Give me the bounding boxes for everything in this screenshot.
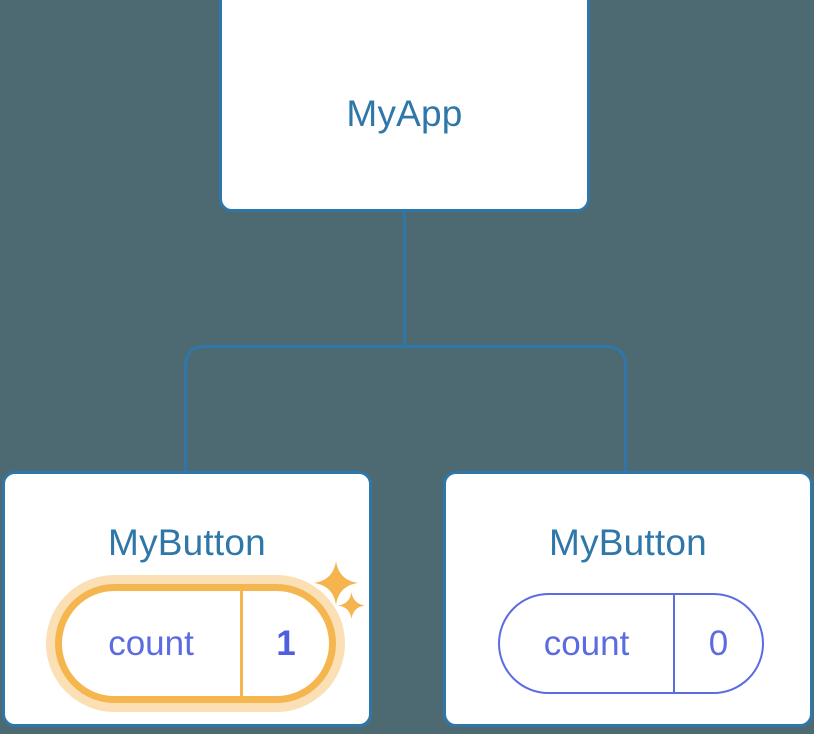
connector-to-left-child — [184, 345, 405, 472]
node-card-root[interactable]: MyApp — [219, 0, 590, 212]
connector-to-right-child — [404, 345, 627, 472]
state-value-label-right: 0 — [708, 623, 729, 663]
state-pill-highlighted-wrapper[interactable]: count 1 — [46, 575, 345, 712]
state-key-label-left: count — [62, 591, 243, 696]
node-card-child-left[interactable]: MyButton count 1 — [2, 471, 372, 727]
state-pill-glow — [46, 575, 345, 712]
state-pill-right[interactable]: count 0 — [498, 593, 764, 694]
node-title-child-right: MyButton — [549, 522, 707, 563]
node-title-child-left: MyButton — [108, 522, 266, 563]
state-pill-left[interactable]: count 1 — [55, 584, 336, 703]
state-key-label-right: count — [500, 595, 675, 692]
node-title-root: MyApp — [346, 93, 463, 134]
node-card-child-right[interactable]: MyButton count 0 — [443, 471, 813, 727]
state-value-label-left: 1 — [276, 623, 296, 663]
